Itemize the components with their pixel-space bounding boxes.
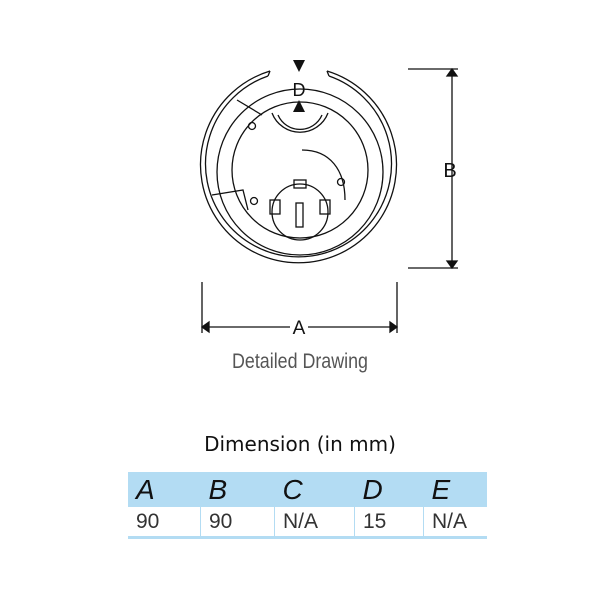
value-e: N/A xyxy=(423,507,487,539)
dimension-b xyxy=(408,67,459,270)
header-e: E xyxy=(423,472,487,507)
value-d: 15 xyxy=(354,507,424,539)
value-a: 90 xyxy=(128,507,201,539)
lock-outline xyxy=(199,70,398,264)
header-d: D xyxy=(354,472,424,507)
dimension-a xyxy=(200,282,399,334)
label-a: A xyxy=(293,318,306,339)
header-b: B xyxy=(200,472,275,507)
label-b: B xyxy=(443,160,456,182)
dimension-table: A B C D E 90 90 N/A 15 N/A xyxy=(128,472,487,539)
header-a: A xyxy=(128,472,201,507)
lock-drawing: D B A xyxy=(199,60,459,339)
drawing-caption: Detailed Drawing xyxy=(232,350,368,373)
dimension-d: D xyxy=(293,60,306,112)
table-row: 90 90 N/A 15 N/A xyxy=(128,507,487,539)
table-title: Dimension (in mm) xyxy=(204,432,396,456)
value-c: N/A xyxy=(274,507,355,539)
table-header-row: A B C D E xyxy=(128,472,487,507)
value-b: 90 xyxy=(200,507,275,539)
label-d: D xyxy=(293,80,306,100)
header-c: C xyxy=(274,472,355,507)
